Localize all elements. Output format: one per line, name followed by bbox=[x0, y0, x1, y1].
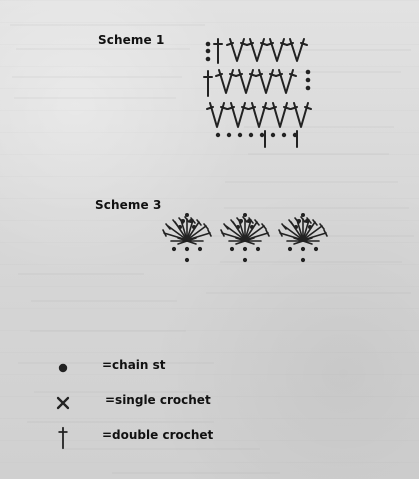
scheme-1-middle-right-dot-column bbox=[305, 69, 311, 91]
v-stitch-symbol bbox=[227, 102, 249, 128]
scheme-3-motif bbox=[220, 213, 270, 263]
v-stitch-symbol bbox=[235, 69, 257, 94]
v-stitch-symbol bbox=[248, 102, 270, 128]
double-crochet-icon bbox=[58, 426, 68, 450]
scheme-1-top-left-dot-column bbox=[205, 41, 211, 62]
v-stitch-symbol bbox=[286, 38, 308, 62]
scheme-1-row-middle bbox=[203, 69, 311, 97]
scheme-1-foundation-chain bbox=[215, 130, 298, 148]
legend-label-double-crochet: =double crochet bbox=[102, 428, 214, 442]
scheme-3-diagram bbox=[162, 213, 328, 263]
single-crochet-icon bbox=[56, 396, 70, 410]
v-stitch-symbol bbox=[226, 38, 248, 62]
v-stitch-symbol bbox=[269, 102, 291, 128]
v-stitch-symbol bbox=[266, 38, 288, 62]
scheme-3-motif bbox=[278, 213, 328, 263]
v-stitch-symbol bbox=[206, 102, 228, 128]
stitch-legend: =chain st =single crochet =double croche… bbox=[54, 356, 274, 466]
v-stitch-symbol bbox=[215, 69, 237, 94]
scheme-1-title: Scheme 1 bbox=[98, 33, 165, 47]
scheme-1-row-bottom bbox=[206, 102, 312, 128]
scheme-3-motif bbox=[162, 213, 212, 263]
legend-label-chain-stitch: =chain st bbox=[102, 358, 166, 372]
scheme-1-row-top bbox=[205, 38, 308, 64]
double-crochet-symbol bbox=[203, 70, 213, 97]
double-crochet-symbol bbox=[213, 38, 223, 64]
v-stitch-symbol bbox=[275, 69, 297, 94]
scheme-3-title: Scheme 3 bbox=[95, 198, 162, 212]
v-stitch-symbol bbox=[255, 69, 277, 94]
v-stitch-symbol bbox=[290, 102, 312, 128]
legend-label-single-crochet: =single crochet bbox=[105, 393, 211, 407]
scheme-1-diagram bbox=[203, 38, 312, 148]
chain-stitch-icon bbox=[58, 363, 68, 373]
v-stitch-symbol bbox=[246, 38, 268, 62]
